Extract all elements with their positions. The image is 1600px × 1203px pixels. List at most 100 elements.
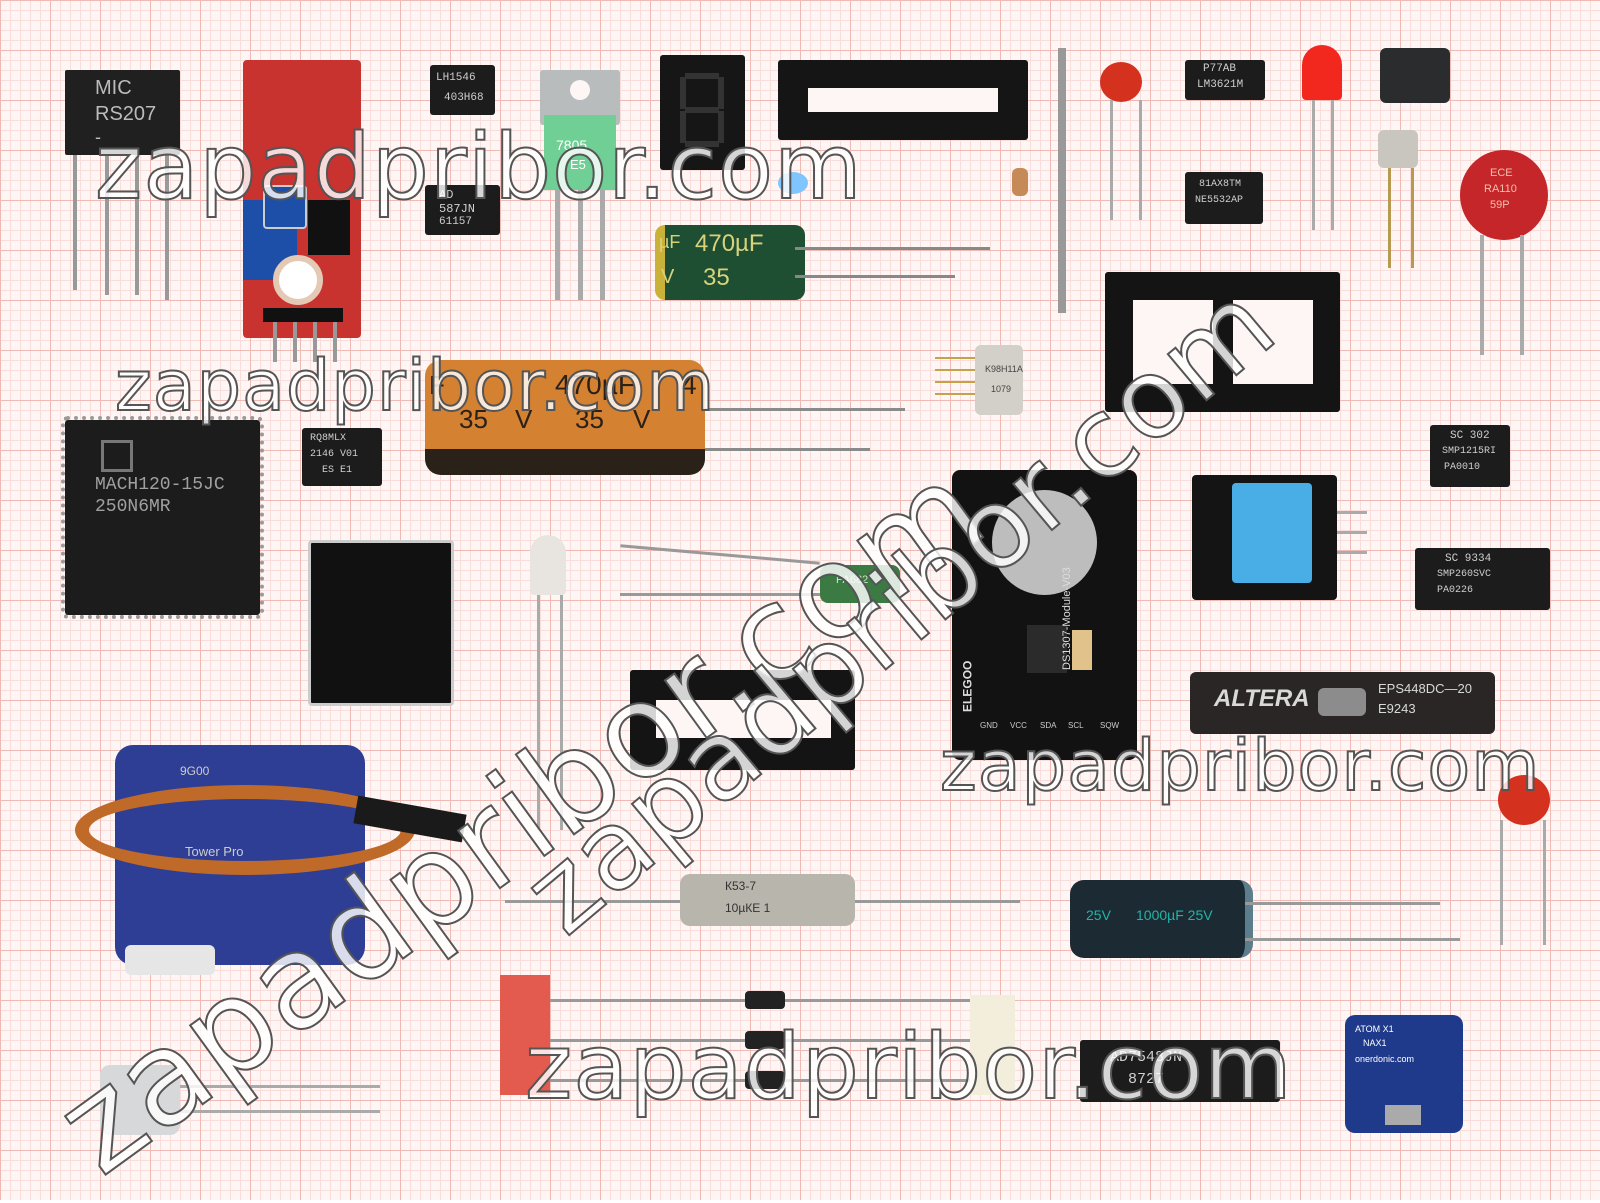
ic-sc302-label-1: SC 302 (1450, 430, 1490, 442)
ic-ad7548-label-2: 8727 (1128, 1071, 1165, 1088)
ic-lm3621-label-1: P77AB (1203, 63, 1237, 75)
varistor-label-2: RA110 (1484, 183, 1517, 195)
bridge-label-1: MIC (95, 77, 132, 99)
axial-diode-small (1058, 48, 1066, 313)
watermark-2: zapadpribor.com (114, 344, 716, 428)
eprom-window (1318, 688, 1366, 716)
regulator-label-2: E5 (570, 157, 586, 172)
altera-label-2: E9243 (1378, 701, 1416, 716)
atom-label-2: NAX1 (1363, 1038, 1387, 1048)
ic-ne5532-label-1: 81AX8TM (1199, 179, 1242, 190)
ic-ad587-label-3: 61157 (439, 216, 473, 228)
ic-lm3621: P77AB LM3621M (1185, 60, 1265, 100)
ceramic-cap-red-2 (1498, 775, 1550, 825)
rtc-pin-scl: SCL (1068, 721, 1084, 730)
ic-lh1546-label-2: 403H68 (444, 92, 484, 104)
ic-rq8mlx: RQ8MLX 2146 V01 ES E1 (302, 428, 382, 486)
capacitor-orange: F 470µF 4 35 V 35 V (425, 360, 905, 480)
crystal-label-2: 1079 (991, 384, 1012, 394)
cap-orange-label-7: V (633, 404, 651, 434)
cap-green-label-4: V (661, 266, 675, 288)
axial-resistor-small (1012, 168, 1028, 196)
bridge-label-2: RS207 (95, 103, 157, 125)
dht-sensor-module (1192, 475, 1367, 600)
altera-eprom: ALTERA EPS448DC—20 E9243 (1190, 672, 1495, 734)
ic-sc302-label-3: PA0010 (1444, 462, 1481, 473)
ic-ne5532: 81AX8TM NE5532AP (1185, 172, 1263, 224)
atom-label-3: onerdonic.com (1355, 1054, 1415, 1064)
inductor (1380, 48, 1450, 103)
ic-sc302: SC 302 SMP1215RI PA0010 (1430, 425, 1510, 487)
ic-sc9334: SC 9334 SMP260SVC PA0226 (1415, 548, 1550, 610)
cap-orange-label-2: 470µF (555, 369, 635, 400)
cap-orange-label-6: 35 (575, 404, 604, 434)
ic-lh1546: LH1546 403H68 (430, 65, 495, 115)
regulator-label-1: 7805 (556, 137, 588, 153)
rtc-model: DS1307-Module-V03 (1061, 567, 1073, 670)
rtc-module: ELEGOO DS1307-Module-V03 SQW SCL SDA VCC… (952, 470, 1137, 760)
transistor-leads (1388, 168, 1414, 268)
ic-ad7548-label-1: AD7548JN (1110, 1049, 1183, 1066)
ic-sc9334-label-1: SC 9334 (1445, 553, 1492, 565)
ceramic-cap-red-1 (1100, 62, 1142, 102)
atom-label-1: ATOM X1 (1355, 1024, 1394, 1034)
voltage-regulator: 7805 E5 (540, 70, 620, 300)
ic-rq8mlx-label-1: RQ8MLX (310, 433, 347, 444)
cap-orange-label-5: V (515, 404, 533, 434)
ic-mach120-label-2: 250N6MR (95, 497, 171, 517)
ic-lm3621-label-2: LM3621M (1197, 79, 1244, 91)
servo-motor: 9G00 Tower Pro (75, 745, 467, 1005)
red-led-leads (1312, 100, 1334, 230)
transistor-can (1378, 130, 1418, 168)
ic-sc9334-label-3: PA0226 (1437, 585, 1474, 596)
ic-sc9334-label-2: SMP260SVC (1437, 569, 1492, 580)
cap-green-label-1: µF (659, 232, 681, 252)
red-led (1302, 45, 1342, 100)
cap-orange-label-4: 35 (459, 404, 488, 434)
varistor: ECE RA110 59P (1460, 150, 1550, 360)
ic-ad587-label-2: 587JN (439, 202, 476, 216)
ceramic-cap-leads-1 (1110, 100, 1142, 220)
watermark-3: zapadpribor.com (939, 724, 1541, 808)
clear-led-leads (537, 595, 563, 830)
cap-orange-label-3: 4 (681, 369, 697, 400)
blue-led-small (778, 172, 808, 194)
dip-socket-right (1105, 272, 1340, 412)
film-capacitor: PA682 (620, 544, 905, 605)
ceramic-cap-leads-2 (1500, 820, 1546, 945)
crystal-label-1: K98H11A (985, 364, 1023, 374)
altera-logo: ALTERA (1214, 685, 1310, 712)
capacitor-k53: К53-7 10µКЕ 1 (505, 870, 1020, 930)
atom-board: ATOM X1 NAX1 onerdonic.com (1345, 1015, 1463, 1133)
bridge-rectifier: MIC RS207 - (65, 70, 185, 300)
servo-label-1: 9G00 (180, 764, 210, 778)
crystal-oscillator: K98H11A 1079 (935, 345, 1025, 415)
varistor-label-1: ECE (1490, 167, 1513, 179)
varistor-label-3: 59P (1490, 199, 1510, 211)
bridge-label-3: - (95, 127, 101, 147)
ic-mach120: MACH120-15JC 250N6MR (61, 416, 264, 619)
ic-ad587-label-1: AD (439, 188, 454, 202)
watermark-4: zapadpribor.com (524, 1014, 1293, 1121)
rtc-pin-sqw: SQW (1100, 721, 1120, 730)
cap-green-label-3: 35 (703, 264, 730, 291)
cap-green-label-2: 470µF (695, 230, 764, 257)
altera-label-1: EPS448DC—20 (1378, 681, 1472, 696)
k53-label-2: 10µКЕ 1 (725, 901, 771, 915)
rtc-pin-vcc: VCC (1010, 721, 1027, 730)
coin-cell-holder (992, 490, 1097, 595)
k53-label-1: К53-7 (725, 879, 757, 893)
ic-sc302-label-2: SMP1215RI (1442, 446, 1497, 457)
clear-led (530, 535, 566, 595)
ic-mach120-label-1: MACH120-15JC (95, 475, 225, 495)
cap-blue-label-2: 1000µF 25V (1136, 907, 1213, 923)
ic-ad7548: AD7548JN 8727 (1080, 1040, 1280, 1102)
potted-module (308, 540, 454, 706)
amd-logo-icon (101, 440, 133, 472)
sensor-module (243, 60, 363, 370)
dip-socket-middle (630, 670, 855, 770)
rtc-pin-gnd: GND (980, 721, 998, 730)
servo-label-2: Tower Pro (185, 844, 244, 859)
rtc-brand: ELEGOO (960, 660, 975, 712)
